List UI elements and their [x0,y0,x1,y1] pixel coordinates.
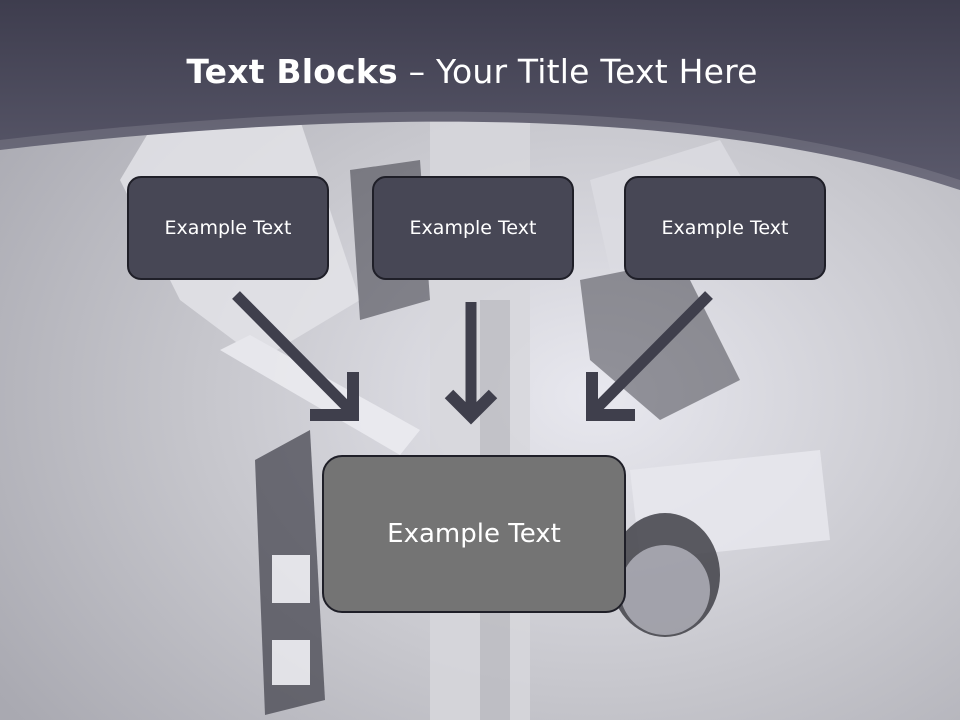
text-block-3: Example Text [624,176,826,280]
arrow-right-head [586,372,635,421]
text-block-1: Example Text [127,176,329,280]
text-block-2: Example Text [372,176,574,280]
slide-title: Text Blocks – Your Title Text Here [0,52,944,91]
title-regular: Your Title Text Here [435,52,758,91]
title-bold: Text Blocks [186,52,398,91]
arrow-left [232,291,354,414]
header-band [0,0,960,190]
arrows [232,291,713,425]
arrow-middle-head [444,389,498,425]
title-separator: – [397,52,436,91]
target-text-block: Example Text [322,455,626,613]
arrow-left-head [310,372,359,421]
arrow-right [591,291,713,414]
text-block-3-label: Example Text [661,217,789,239]
text-block-1-label: Example Text [164,217,292,239]
text-block-2-label: Example Text [409,217,537,239]
target-text-block-label: Example Text [387,519,561,549]
